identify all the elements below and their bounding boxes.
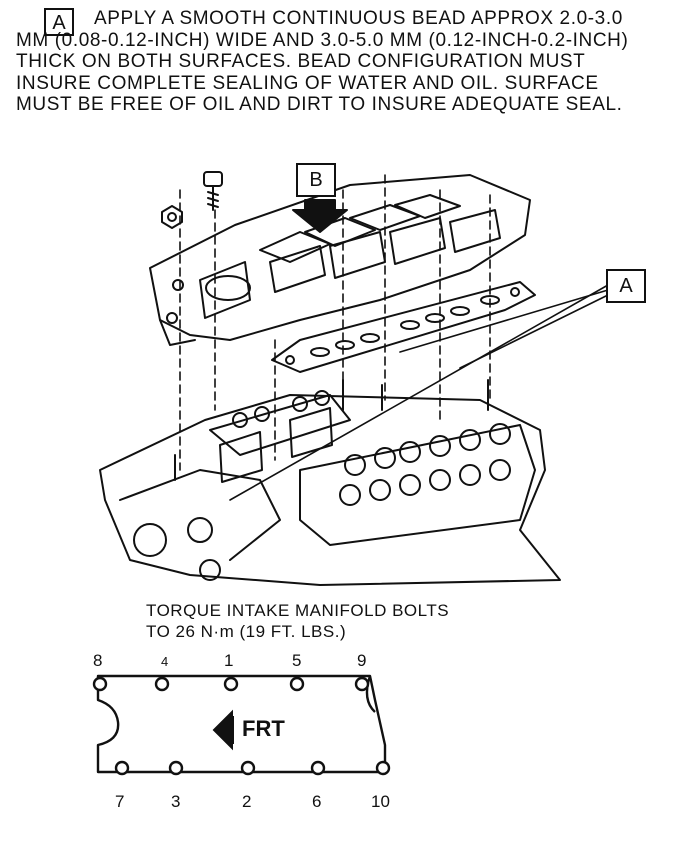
bolt-hole-7 — [114, 760, 130, 776]
arrow-b — [292, 199, 348, 233]
bolt-hole-5 — [289, 676, 305, 692]
seq-bottom-2: 3 — [171, 792, 181, 811]
bolt-hole-2 — [240, 760, 256, 776]
bolt-hole-8 — [92, 676, 108, 692]
bolt-hole-1 — [223, 676, 239, 692]
seq-top-5: 9 — [357, 651, 367, 670]
torque-line-1: TORQUE INTAKE MANIFOLD BOLTS — [146, 601, 450, 620]
seq-bottom-3: 2 — [242, 792, 252, 811]
bolt-top-left — [203, 171, 223, 211]
seq-bottom-5: 10 — [371, 792, 390, 811]
callout-a: A — [606, 269, 646, 303]
bolt-hole-3 — [168, 760, 184, 776]
bolt-hole-4 — [154, 676, 170, 692]
bolt-hole-9 — [354, 676, 370, 692]
leader-lines-a — [229, 284, 609, 501]
seq-bottom-1: 7 — [115, 792, 125, 811]
bolt-hole-6 — [310, 760, 326, 776]
alignment-lines — [179, 174, 491, 471]
torque-line-2: TO 26 N·m (19 FT. LBS.) — [146, 622, 347, 641]
sealant-note-text: APPLY A SMOOTH CONTINUOUS BEAD APPROX 2.… — [16, 8, 629, 115]
seq-top-4: 5 — [292, 651, 302, 670]
engine-block — [99, 394, 561, 586]
seq-top-1: 8 — [93, 651, 103, 670]
sealant-note: APPLY A SMOOTH CONTINUOUS BEAD APPROX 2.… — [16, 8, 656, 116]
seq-bottom-4: 6 — [312, 792, 322, 811]
intake-gasket — [271, 281, 536, 373]
torque-note: TORQUE INTAKE MANIFOLD BOLTS TO 26 N·m (… — [146, 600, 449, 642]
bolt-hole-10 — [375, 760, 391, 776]
front-arrow-icon — [212, 709, 233, 751]
callout-b: B — [296, 163, 336, 197]
front-label: FRT — [242, 716, 285, 741]
note-label-a: A — [44, 8, 74, 36]
rocker-arms — [232, 390, 511, 506]
seq-top-3: 1 — [224, 651, 234, 670]
seq-top-2: 4 — [161, 654, 169, 669]
manifold-illustration — [99, 171, 609, 586]
nut-left — [161, 205, 183, 229]
intake-manifold — [149, 174, 531, 346]
